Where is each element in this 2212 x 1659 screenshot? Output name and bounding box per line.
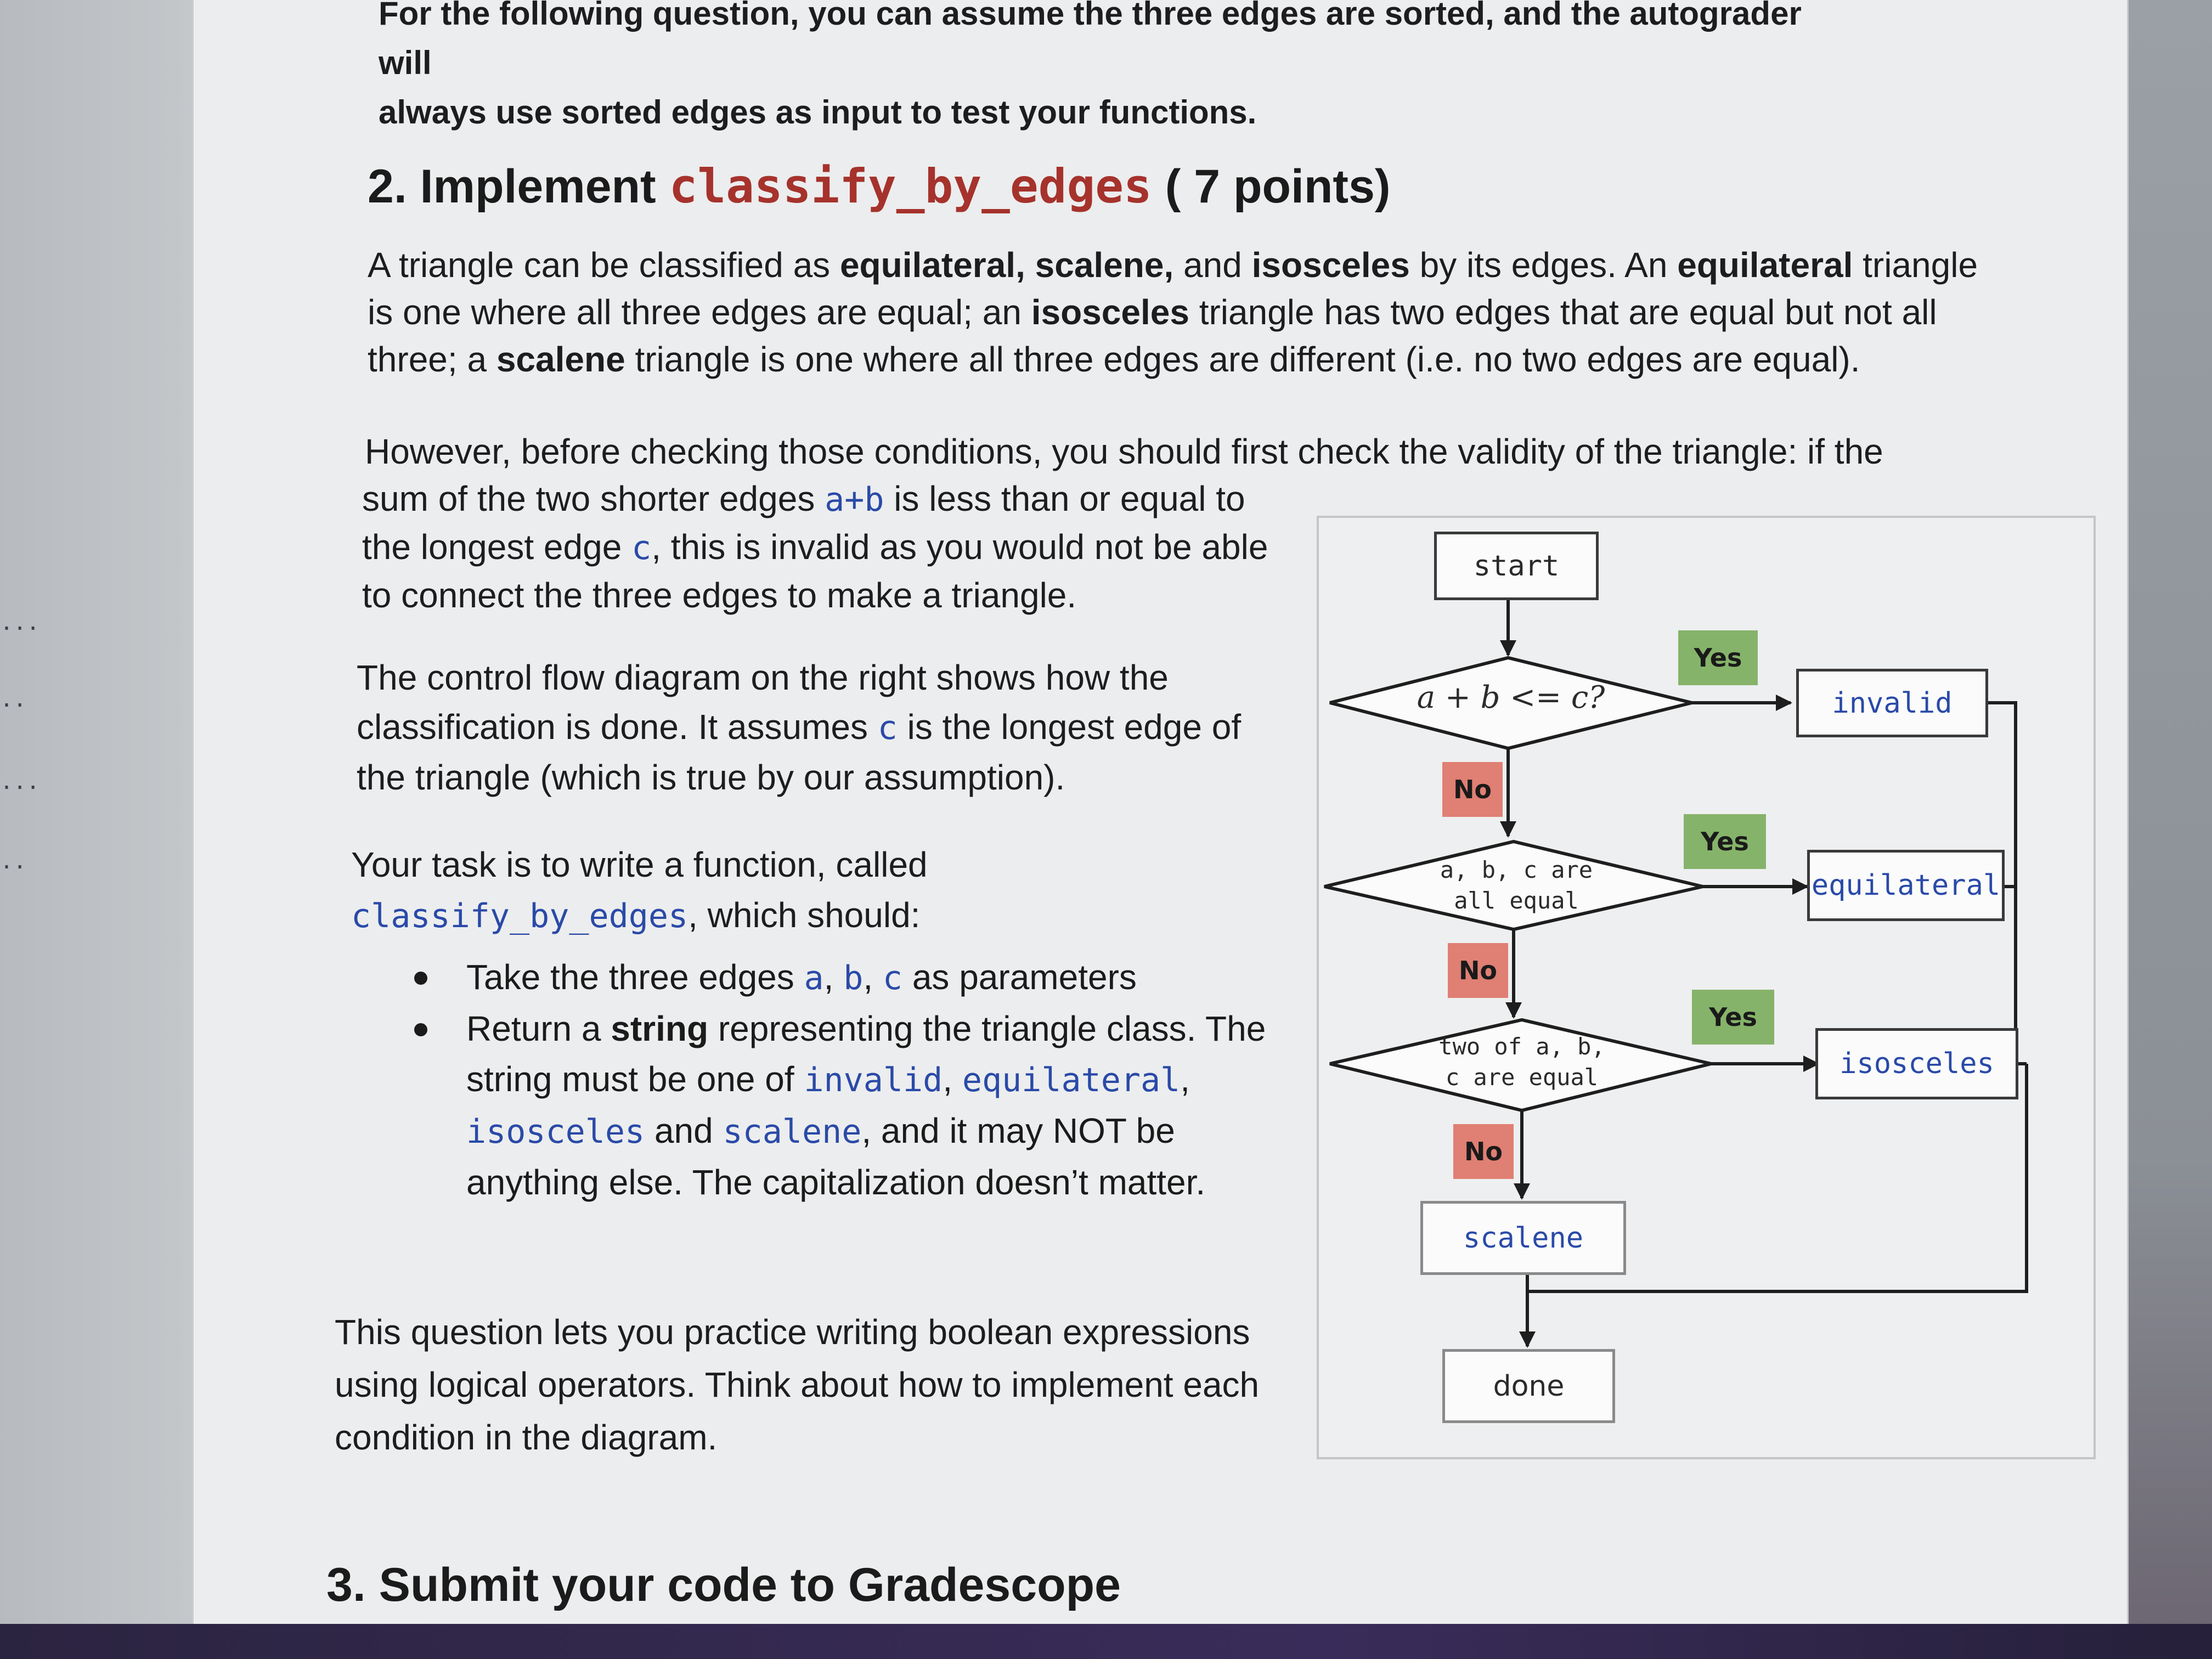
merge-line-bottom xyxy=(1527,1064,2028,1293)
intro-text: For the following question, you can assu… xyxy=(379,0,1860,137)
heading-function-name: classify_by_edges xyxy=(669,159,1152,214)
yes-label-2: Yes xyxy=(1684,814,1766,869)
question-2-heading: 2. Implement classify_by_edges ( 7 point… xyxy=(368,159,1391,214)
outcome-isosceles: isosceles xyxy=(1815,1028,2018,1099)
merge-line-right xyxy=(1988,701,2017,1058)
gutter-dots: ··· xyxy=(0,616,40,641)
decision-diamond-2 xyxy=(1324,839,1703,932)
decision-3-text: two of a, b,c are equal xyxy=(1438,1033,1605,1091)
gutter-dots: ·· xyxy=(0,693,27,718)
gutter-dots: ··· xyxy=(0,775,40,800)
validity-paragraph: sum of the two shorter edges a+b is less… xyxy=(362,479,1268,615)
no-label-1: No xyxy=(1442,762,1503,817)
browser-right-edge xyxy=(2129,0,2212,1659)
yes-label-3: Yes xyxy=(1692,990,1774,1045)
taskbar xyxy=(0,1624,2212,1659)
bullet-return: Return a string representing the triangl… xyxy=(406,1003,1284,1207)
gutter-dots: ·· xyxy=(0,855,27,880)
flowchart-lines xyxy=(1324,600,2028,1348)
task-bullet-list: Take the three edges a, b, c as paramete… xyxy=(406,952,1284,1207)
diagram-paragraph: The control flow diagram on the right sh… xyxy=(357,658,1242,797)
heading-points: ( 7 points) xyxy=(1152,160,1391,213)
outcome-scalene: scalene xyxy=(1420,1201,1626,1275)
outcome-equilateral: equilateral xyxy=(1807,850,2005,921)
browser-left-gutter: ··· ·· ··· ·· xyxy=(0,0,192,1659)
practice-paragraph: This question lets you practice writing … xyxy=(335,1312,1260,1457)
classification-paragraph: A triangle can be classified as equilate… xyxy=(368,245,1978,379)
bullet-parameters: Take the three edges a, b, c as paramete… xyxy=(406,952,1284,1003)
outcome-invalid: invalid xyxy=(1796,669,1988,737)
task-paragraph: Your task is to write a function, called… xyxy=(351,845,928,935)
validity-paragraph-line1: However, before checking those condition… xyxy=(365,432,1883,471)
done-node: done xyxy=(1442,1349,1615,1423)
no-label-3: No xyxy=(1453,1124,1514,1179)
intro-line-2: always use sorted edges as input to test… xyxy=(379,94,1257,131)
no-label-2: No xyxy=(1448,943,1508,998)
question-3-heading: 3. Submit your code to Gradescope xyxy=(326,1559,1121,1611)
start-node: start xyxy=(1434,532,1599,600)
decision-diamond-3 xyxy=(1329,1018,1712,1113)
intro-line-1: For the following question, you can assu… xyxy=(379,0,1802,81)
decision-1-text: a + b <= c? xyxy=(1417,680,1605,715)
heading-prefix: 2. Implement xyxy=(368,160,669,213)
yes-label-1: Yes xyxy=(1678,630,1758,685)
decision-diamond-1 xyxy=(1329,656,1692,751)
